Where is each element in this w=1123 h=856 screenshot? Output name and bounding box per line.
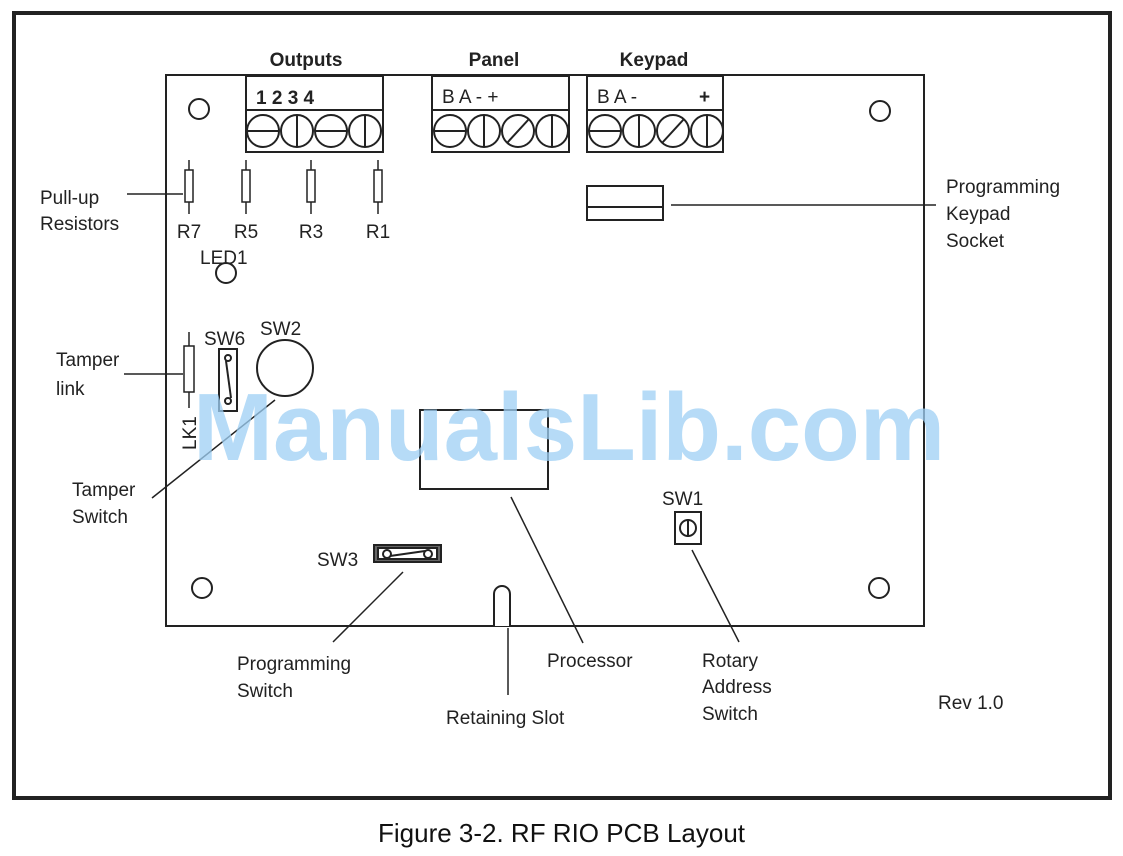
sw2-tamper-switch — [256, 339, 314, 397]
panel-terminal-labels: B A - + — [442, 87, 499, 108]
panel-header: Panel — [469, 50, 520, 71]
tamper-switch-leader-line — [151, 399, 276, 499]
led1 — [215, 262, 237, 284]
programming-switch-callout-line2: Switch — [237, 681, 293, 702]
lk1-tamper-link — [183, 332, 195, 408]
sw6-switch — [218, 348, 238, 412]
r5-label: R5 — [234, 222, 258, 243]
mounting-hole-top-left — [188, 98, 210, 120]
keypad-terminal-labels: B A - — [597, 87, 637, 108]
outer-frame — [12, 11, 1112, 800]
figure-caption: Figure 3-2. RF RIO PCB Layout — [377, 818, 746, 848]
programming-switch-callout-line1: Programming — [237, 654, 351, 675]
rotary-leader-line — [691, 549, 740, 643]
r1-label: R1 — [366, 222, 390, 243]
sw1-label: SW1 — [662, 489, 703, 510]
processor-chip — [419, 409, 549, 490]
socket-callout-line2: Keypad — [946, 204, 1010, 225]
sw2-label: SW2 — [260, 319, 301, 340]
retaining-slot-callout: Retaining Slot — [446, 708, 565, 729]
tamper-switch-callout-line2: Switch — [72, 507, 128, 528]
outputs-terminal-block: 1 2 3 4 — [245, 75, 384, 153]
retaining-slot — [493, 585, 511, 626]
tamper-link-callout-line1: Tamper — [56, 350, 120, 371]
keypad-terminal-plus: + — [699, 87, 710, 108]
keypad-header: Keypad — [620, 50, 689, 71]
pullup-callout-line2: Resistors — [40, 214, 119, 235]
keypad-terminal-block: B A - + — [586, 75, 724, 153]
sw3-label: SW3 — [317, 550, 358, 571]
processor-leader-line — [510, 496, 584, 644]
mounting-hole-bottom-left — [191, 577, 213, 599]
rotary-callout-line2: Address — [702, 677, 772, 698]
pullup-resistors — [184, 160, 383, 214]
sw6-label: SW6 — [204, 329, 245, 350]
programming-keypad-socket — [586, 185, 664, 221]
sw3-programming-switch — [373, 544, 442, 563]
pullup-callout-line1: Pull-up — [40, 188, 99, 209]
socket-callout-line3: Socket — [946, 231, 1005, 252]
tamper-switch-callout-line1: Tamper — [72, 480, 136, 501]
programming-switch-leader-line — [332, 571, 404, 643]
mounting-hole-bottom-right — [868, 577, 890, 599]
rotary-callout-line3: Switch — [702, 704, 758, 725]
rotary-callout-line1: Rotary — [702, 651, 758, 672]
processor-callout: Processor — [547, 651, 633, 672]
led1-label: LED1 — [200, 248, 248, 269]
r3-label: R3 — [299, 222, 323, 243]
mounting-hole-top-right — [869, 100, 891, 122]
outputs-terminal-numbers: 1 2 3 4 — [256, 88, 315, 109]
sw1-rotary-switch — [674, 511, 702, 545]
outputs-header: Outputs — [270, 50, 343, 71]
lk1-label: LK1 — [180, 416, 201, 450]
r7-label: R7 — [177, 222, 201, 243]
tamper-link-callout-line2: link — [56, 379, 85, 400]
pcb-board — [165, 74, 925, 627]
panel-terminal-block: B A - + — [431, 75, 570, 153]
manualslib-watermark: ManualsLib.com — [193, 374, 945, 481]
socket-callout-line1: Programming — [946, 177, 1060, 198]
revision-label: Rev 1.0 — [938, 693, 1003, 714]
